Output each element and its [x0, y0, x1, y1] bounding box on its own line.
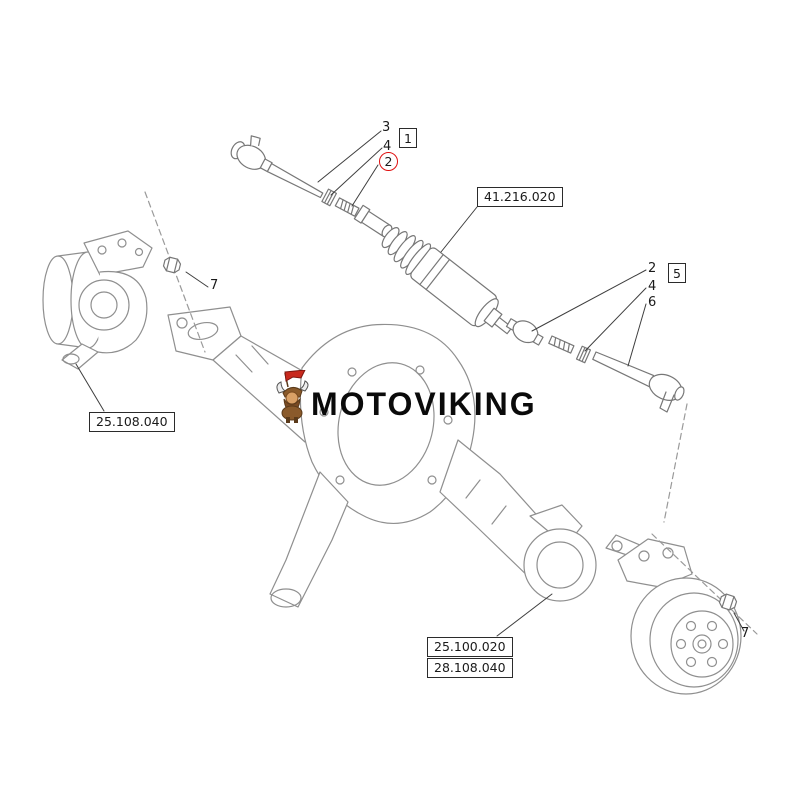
lock-nut-right — [575, 345, 592, 364]
motoviking-logo-icon — [276, 370, 309, 423]
knuckle-hub-left — [42, 230, 153, 370]
callout-7-left: 7 — [210, 278, 219, 293]
tie-rod-left — [230, 135, 393, 238]
threaded-stud-right — [548, 335, 575, 354]
callout-4-top: 4 — [383, 139, 392, 154]
callout-3: 3 — [382, 120, 391, 135]
callout-4-right: 4 — [648, 279, 657, 294]
knuckle-hub-right — [605, 534, 742, 695]
assembly-box-1: 1 — [399, 128, 417, 148]
callout-2-right: 2 — [648, 261, 657, 276]
callout-6: 6 — [648, 295, 657, 310]
axle-housing — [167, 306, 597, 608]
hex-nut-left — [162, 256, 182, 274]
part-label-axle: 25.100.020 — [427, 637, 513, 657]
callout-7-right: 7 — [741, 626, 750, 641]
part-label-hub-right: 28.108.040 — [427, 658, 513, 678]
threaded-stud-left — [334, 197, 360, 217]
brand-watermark: MOTOVIKING — [311, 386, 537, 422]
inner-socket-left — [353, 204, 393, 238]
part-label-cylinder: 41.216.020 — [477, 187, 563, 207]
assembly-box-5: 5 — [668, 263, 686, 283]
steering-cylinder — [381, 227, 513, 335]
callout-2-highlighted: 2 — [379, 152, 398, 171]
ball-joint-right — [505, 318, 544, 346]
leader-lines — [75, 130, 745, 637]
tie-rod-right — [505, 318, 685, 413]
part-label-hub-left: 25.108.040 — [89, 412, 175, 432]
hex-nut-right — [718, 593, 738, 611]
